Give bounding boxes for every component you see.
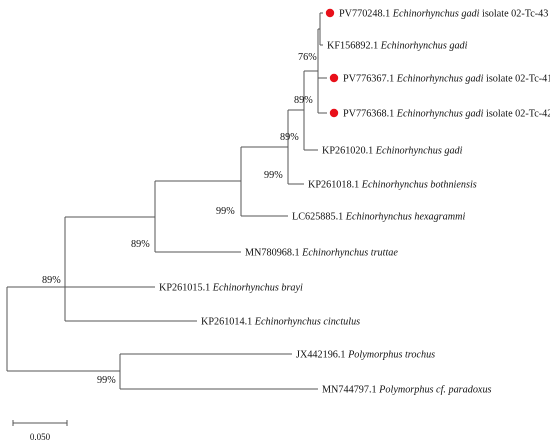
taxon-species: Echinorhynchus gadi xyxy=(396,74,484,85)
taxon-t1: PV770248.1 Echinorhynchus gadi isolate 0… xyxy=(325,8,548,20)
taxon-accession: KF156892.1 xyxy=(327,41,381,52)
taxon-t6: KP261018.1 Echinorhynchus bothniensis xyxy=(308,180,477,191)
taxon-label: KP261015.1 Echinorhynchus brayi xyxy=(159,283,303,294)
taxon-label: KP261014.1 Echinorhynchus cinctulus xyxy=(201,317,360,328)
taxon-accession: MN780968.1 xyxy=(245,248,302,259)
bootstrap-label: 89% xyxy=(294,95,313,106)
bootstrap-label: 76% xyxy=(298,52,317,63)
taxon-accession: KP261015.1 xyxy=(159,283,213,294)
taxon-species: Echinorhynchus hexagrammi xyxy=(345,212,466,223)
taxon-label: KP261018.1 Echinorhynchus bothniensis xyxy=(308,180,477,191)
taxon-species: Echinorhynchus gadi xyxy=(396,109,484,120)
taxon-t4: PV776368.1 Echinorhynchus gadi isolate 0… xyxy=(329,108,550,120)
taxon-label: PV776368.1 Echinorhynchus gadi isolate 0… xyxy=(343,109,550,120)
tree-branches xyxy=(6,12,327,390)
tree-labels: PV770248.1 Echinorhynchus gadi isolate 0… xyxy=(42,9,550,396)
highlight-dot-icon xyxy=(329,108,339,118)
bootstrap-label: 99% xyxy=(97,375,116,386)
taxon-label: MN780968.1 Echinorhynchus truttae xyxy=(245,248,398,259)
taxon-t8: MN780968.1 Echinorhynchus truttae xyxy=(245,248,398,259)
bootstrap-label: 89% xyxy=(42,275,61,286)
taxon-t5: KP261020.1 Echinorhynchus gadi xyxy=(322,146,463,157)
taxon-t7: LC625885.1 Echinorhynchus hexagrammi xyxy=(292,212,465,223)
scale-bar: 0.050 xyxy=(12,420,68,442)
taxon-t3: PV776367.1 Echinorhynchus gadi isolate 0… xyxy=(329,73,550,85)
taxon-species: Polymorphus cf. paradoxus xyxy=(378,385,491,396)
taxon-isolate: isolate 02-Tc-42 xyxy=(483,109,550,120)
taxon-species: Polymorphus trochus xyxy=(347,350,435,361)
taxon-t11: JX442196.1 Polymorphus trochus xyxy=(296,350,435,361)
taxon-accession: PV776367.1 xyxy=(343,74,397,85)
taxon-t9: KP261015.1 Echinorhynchus brayi xyxy=(159,283,303,294)
taxon-species: Echinorhynchus gadi xyxy=(375,146,463,157)
highlight-dot-icon xyxy=(329,73,339,83)
taxon-label: MN744797.1 Polymorphus cf. paradoxus xyxy=(322,385,492,396)
taxon-isolate: isolate 02-Tc-43 xyxy=(479,9,548,20)
taxon-accession: MN744797.1 xyxy=(322,385,379,396)
taxon-species: Echinorhynchus brayi xyxy=(212,283,303,294)
bootstrap-label: 89% xyxy=(280,132,299,143)
taxon-accession: KP261020.1 xyxy=(322,146,376,157)
taxon-species: Echinorhynchus gadi xyxy=(392,9,480,20)
bootstrap-label: 89% xyxy=(131,239,150,250)
taxon-label: PV776367.1 Echinorhynchus gadi isolate 0… xyxy=(343,74,550,85)
taxon-label: KF156892.1 Echinorhynchus gadi xyxy=(327,41,468,52)
taxon-label: PV770248.1 Echinorhynchus gadi isolate 0… xyxy=(339,9,548,20)
highlight-dot-icon xyxy=(325,8,335,18)
taxon-label: LC625885.1 Echinorhynchus hexagrammi xyxy=(292,212,465,223)
taxon-species: Echinorhynchus bothniensis xyxy=(361,180,477,191)
taxon-t10: KP261014.1 Echinorhynchus cinctulus xyxy=(201,317,360,328)
taxon-accession: KP261018.1 xyxy=(308,180,362,191)
bootstrap-label: 99% xyxy=(264,170,283,181)
scale-bar-label: 0.050 xyxy=(30,432,51,442)
taxon-isolate: isolate 02-Tc-41 xyxy=(483,74,550,85)
taxon-accession: JX442196.1 xyxy=(296,350,348,361)
taxon-t12: MN744797.1 Polymorphus cf. paradoxus xyxy=(322,385,492,396)
bootstrap-label: 99% xyxy=(216,206,235,217)
taxon-species: Echinorhynchus cinctulus xyxy=(254,317,360,328)
taxon-accession: PV770248.1 xyxy=(339,9,393,20)
taxon-label: KP261020.1 Echinorhynchus gadi xyxy=(322,146,463,157)
taxon-accession: LC625885.1 xyxy=(292,212,346,223)
taxon-label: JX442196.1 Polymorphus trochus xyxy=(296,350,435,361)
taxon-t2: KF156892.1 Echinorhynchus gadi xyxy=(327,41,468,52)
taxon-species: Echinorhynchus gadi xyxy=(380,41,468,52)
taxon-species: Echinorhynchus truttae xyxy=(301,248,398,259)
taxon-accession: KP261014.1 xyxy=(201,317,255,328)
taxon-accession: PV776368.1 xyxy=(343,109,397,120)
